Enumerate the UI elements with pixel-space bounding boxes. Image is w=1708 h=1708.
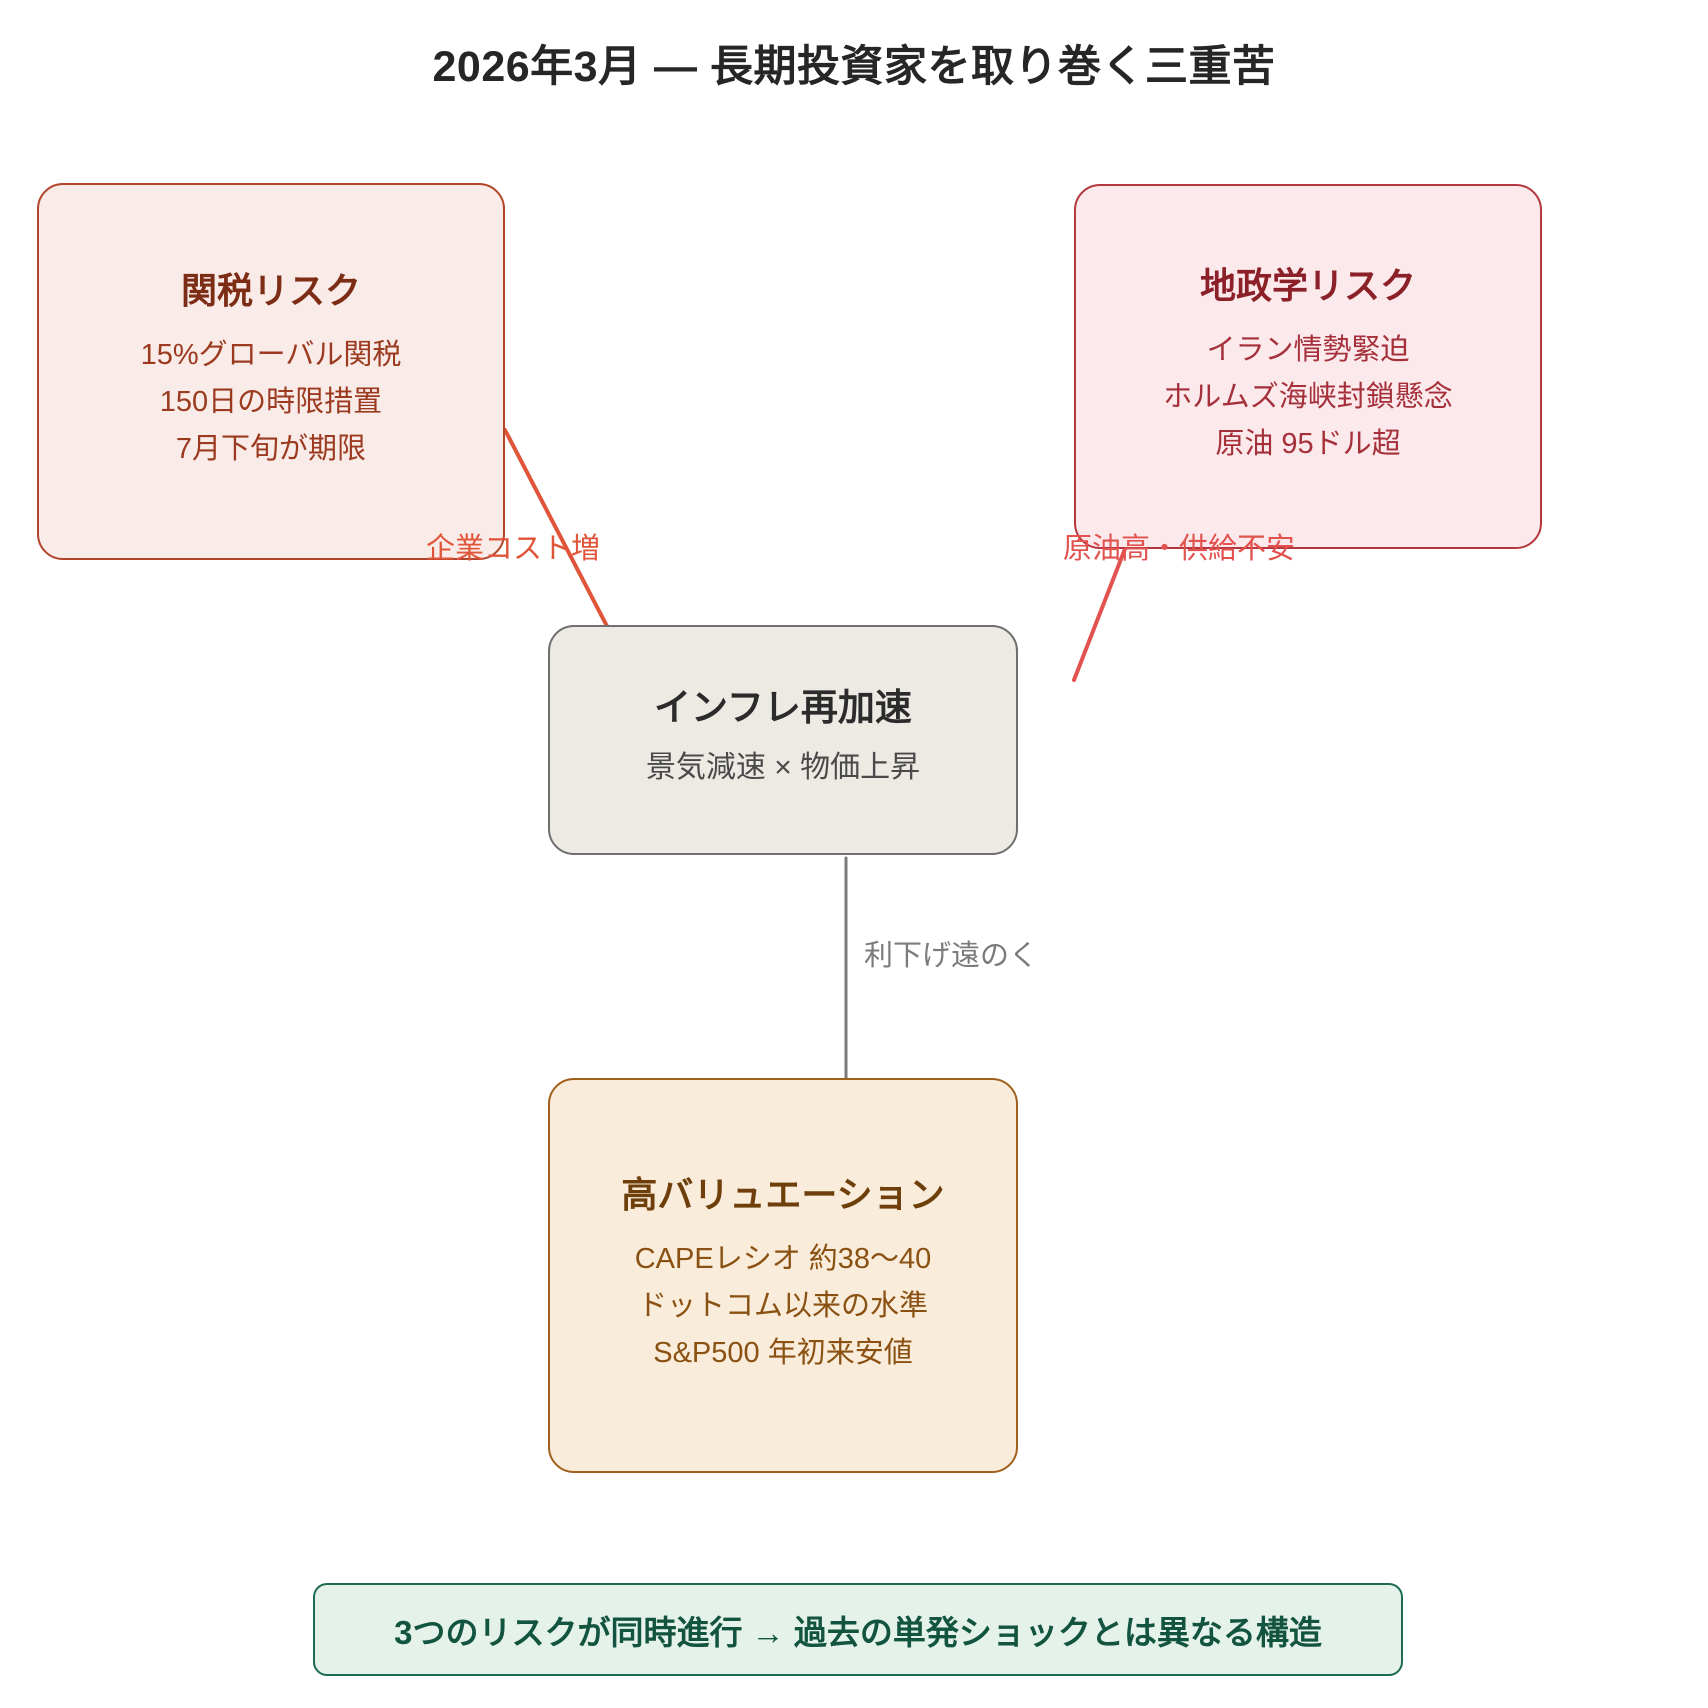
- conclusion-banner[interactable]: 3つのリスクが同時進行 → 過去の単発ショックとは異なる構造: [313, 1583, 1403, 1676]
- edge-label-inflation-to-valuation: 利下げ遠のく: [864, 940, 1039, 972]
- node-geopolitical-details: イラン情勢緊迫 ホルムズ海峡封鎖懸念 原油 95ドル超: [1163, 327, 1452, 468]
- node-geopolitical-line-2: ホルムズ海峡封鎖懸念: [1163, 380, 1453, 413]
- node-tariff-line-2: 150日の時限措置: [159, 385, 383, 418]
- node-valuation-line-3: S&P500 年初来安値: [653, 1336, 913, 1369]
- node-inflation-details: 景気減速 × 物価上昇: [646, 744, 920, 793]
- conclusion-banner-text: 3つのリスクが同時進行 → 過去の単発ショックとは異なる構造: [394, 1613, 1322, 1651]
- node-valuation-details: CAPEレシオ 約38〜40 ドットコム以来の水準 S&P500 年初来安値: [635, 1236, 932, 1377]
- node-geopolitical-line-1: イラン情勢緊迫: [1206, 333, 1410, 366]
- node-tariff-line-1: 15%グローバル関税: [140, 338, 402, 371]
- node-geopolitical-line-3: 原油 95ドル超: [1215, 427, 1401, 460]
- edge-label-geo-to-inflation: 原油高・供給不安: [1063, 533, 1296, 565]
- node-valuation-title: 高バリュエーション: [621, 1174, 945, 1216]
- page-title: 2026年3月 — 長期投資家を取り巻く三重苦: [432, 43, 1276, 91]
- node-tariff-details: 15%グローバル関税 150日の時限措置 7月下旬が期限: [141, 332, 402, 473]
- node-inflation-title: インフレ再加速: [654, 687, 912, 729]
- node-valuation-line-1: CAPEレシオ 約38〜40: [634, 1242, 932, 1275]
- edge-label-tariff-to-inflation: 企業コスト増: [426, 533, 601, 565]
- node-tariff-line-3: 7月下旬が期限: [175, 432, 367, 465]
- node-tariff[interactable]: 関税リスク 15%グローバル関税 150日の時限措置 7月下旬が期限: [37, 183, 505, 560]
- node-tariff-title: 関税リスク: [180, 270, 361, 312]
- node-geopolitical-title: 地政学リスク: [1199, 265, 1416, 307]
- node-valuation[interactable]: 高バリュエーション CAPEレシオ 約38〜40 ドットコム以来の水準 S&P5…: [548, 1078, 1018, 1473]
- node-inflation-line-1: 景気減速 × 物価上昇: [645, 750, 921, 784]
- node-geopolitical-risk[interactable]: 地政学リスク イラン情勢緊迫 ホルムズ海峡封鎖懸念 原油 95ドル超: [1074, 184, 1542, 549]
- node-valuation-line-2: ドットコム以来の水準: [637, 1289, 928, 1322]
- node-inflation[interactable]: インフレ再加速 景気減速 × 物価上昇: [548, 625, 1018, 855]
